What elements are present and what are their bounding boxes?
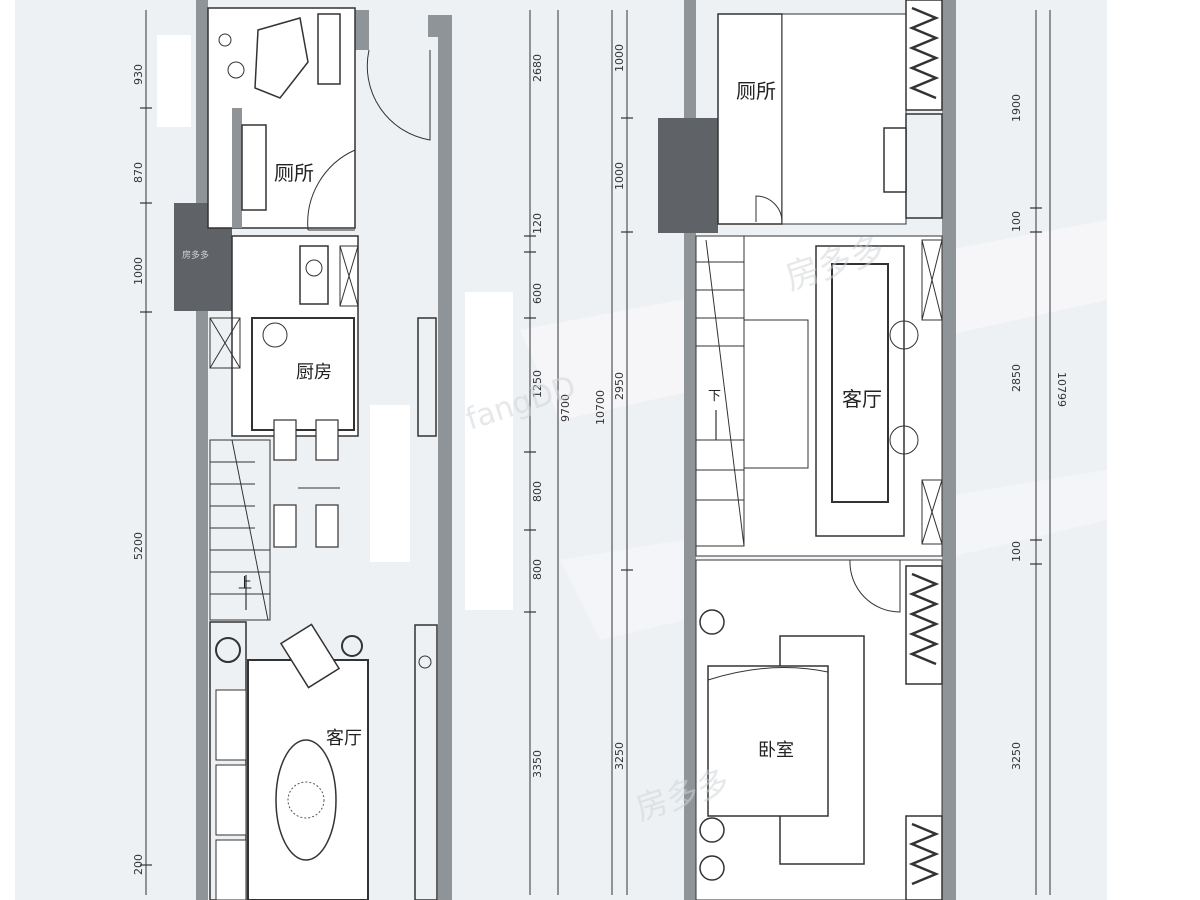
plant-icon-3 <box>262 322 288 348</box>
f1-dim-right-4: 1250 <box>531 370 544 398</box>
f1-side-cabinet <box>417 317 437 437</box>
coffee-table <box>275 739 337 861</box>
f2-stair-down-label: 下 <box>708 389 721 404</box>
kitchen-counter <box>251 317 355 431</box>
plant-icon-4 <box>418 655 432 669</box>
shower-icon <box>254 17 309 99</box>
sofa-cushion-3 <box>215 839 247 900</box>
f1-kitchen-label: 厨房 <box>296 362 332 383</box>
f1-dim-right-2: 120 <box>531 213 544 234</box>
f1-white-box-3 <box>465 292 513 610</box>
plant-icon <box>218 33 232 47</box>
floor-2-plan: 厕所 客厅 卧室 下 1000 1000 2950 3250 1900 100 … <box>613 0 1068 900</box>
f1-right-wall <box>438 20 452 900</box>
f2-bed <box>707 665 829 817</box>
f2-dim-right-4: 100 <box>1010 541 1023 562</box>
plant-icon-2 <box>227 61 245 79</box>
f2-staircase <box>695 235 809 547</box>
f2-lamp-icon-2 <box>889 425 919 455</box>
sofa-cushion-2 <box>215 764 247 836</box>
f1-dim-left-5: 200 <box>132 854 145 875</box>
f1-dim-right-3: 600 <box>531 283 544 304</box>
f2-right-wall <box>942 0 956 900</box>
f1-dim-left-2: 870 <box>132 162 145 183</box>
f1-sofa <box>209 621 247 900</box>
f2-right-dimension-ticks <box>1030 207 1042 565</box>
f2-bed-pillow <box>707 667 829 681</box>
washer-icon <box>299 245 329 305</box>
toilet-fixture-icon <box>317 13 341 85</box>
f2-dim-left-2: 1000 <box>613 162 626 190</box>
f2-sofa-seat <box>831 263 889 503</box>
f2-living-label: 客厅 <box>842 387 882 411</box>
f2-dim-right-2: 100 <box>1010 211 1023 232</box>
f2-dim-right-1: 1900 <box>1010 94 1023 122</box>
f2-dim-right-5: 3250 <box>1010 742 1023 770</box>
f1-right-dimension-ticks <box>524 235 536 613</box>
f1-column-watermark-text: 房多多 <box>182 249 209 261</box>
f1-living-label: 客厅 <box>326 728 362 749</box>
f1-dim-total-outer: 10700 <box>594 390 607 425</box>
f1-dim-right-6: 800 <box>531 559 544 580</box>
f1-dim-left-4: 5200 <box>132 532 145 560</box>
rug-icon <box>287 781 325 819</box>
tv-cabinet <box>414 624 438 900</box>
f2-structural-column <box>658 118 718 233</box>
f2-wardrobe-3 <box>905 815 943 900</box>
f1-dim-left-1: 930 <box>132 64 145 85</box>
f1-dim-right-1: 2680 <box>531 54 544 82</box>
vanity-icon <box>241 124 267 211</box>
f2-wardrobe-2 <box>905 565 943 685</box>
f1-toilet-label: 厕所 <box>274 161 314 185</box>
f2-bedroom-label: 卧室 <box>758 740 794 761</box>
f1-staircase <box>209 439 271 621</box>
f2-toilet-door-swing <box>755 195 783 223</box>
f1-dim-left-3: 1000 <box>132 257 145 285</box>
dining-chairs <box>273 419 339 548</box>
f1-dim-right-7: 3350 <box>531 750 544 778</box>
f1-toilet-door-swing <box>307 149 356 231</box>
f2-nightstand-icon <box>883 127 907 193</box>
f1-door-jamb <box>355 10 369 50</box>
armchair-icon <box>279 623 341 689</box>
f1-door-jamb-2 <box>428 15 452 37</box>
f1-left-wall <box>196 0 208 900</box>
f2-toilet-label: 厕所 <box>736 79 776 103</box>
f1-toilet-wall <box>232 108 242 228</box>
f2-toilet <box>717 13 783 225</box>
f2-wardrobe <box>905 0 943 111</box>
f1-dim-total: 9700 <box>559 394 572 422</box>
f1-cabinet <box>339 245 359 307</box>
f1-entry-door-swing <box>366 49 431 141</box>
f2-cabinet-2 <box>921 479 943 545</box>
f1-white-box-2 <box>370 405 410 562</box>
f2-lamp-icon-3 <box>699 609 725 635</box>
f2-left-dimension-ticks <box>621 117 633 571</box>
lamp-icon <box>215 637 241 663</box>
f2-dim-left-1: 1000 <box>613 44 626 72</box>
f1-left-dimension-ticks <box>140 107 152 866</box>
f2-lamp-icon-4 <box>699 817 725 843</box>
f1-dim-right-5: 800 <box>531 481 544 502</box>
f2-dim-total: 10799 <box>1055 372 1068 407</box>
f2-dim-left-3: 2950 <box>613 372 626 400</box>
f2-dim-right-3: 2850 <box>1010 364 1023 392</box>
f2-bedroom-door-swing <box>849 559 901 613</box>
f2-lamp-icon <box>889 320 919 350</box>
f1-white-box <box>157 35 191 127</box>
f2-dim-left-4: 3250 <box>613 742 626 770</box>
f2-cabinet <box>921 239 943 321</box>
floor-1-plan: 房多多 <box>132 0 613 900</box>
sofa-cushion <box>215 689 247 761</box>
lamp-icon-2 <box>341 635 363 657</box>
washer-drum-icon <box>305 259 323 277</box>
f1-stair-up-label: 上 <box>238 576 252 592</box>
f2-lamp-icon-5 <box>699 855 725 881</box>
f1-cabinet-2 <box>209 317 241 369</box>
